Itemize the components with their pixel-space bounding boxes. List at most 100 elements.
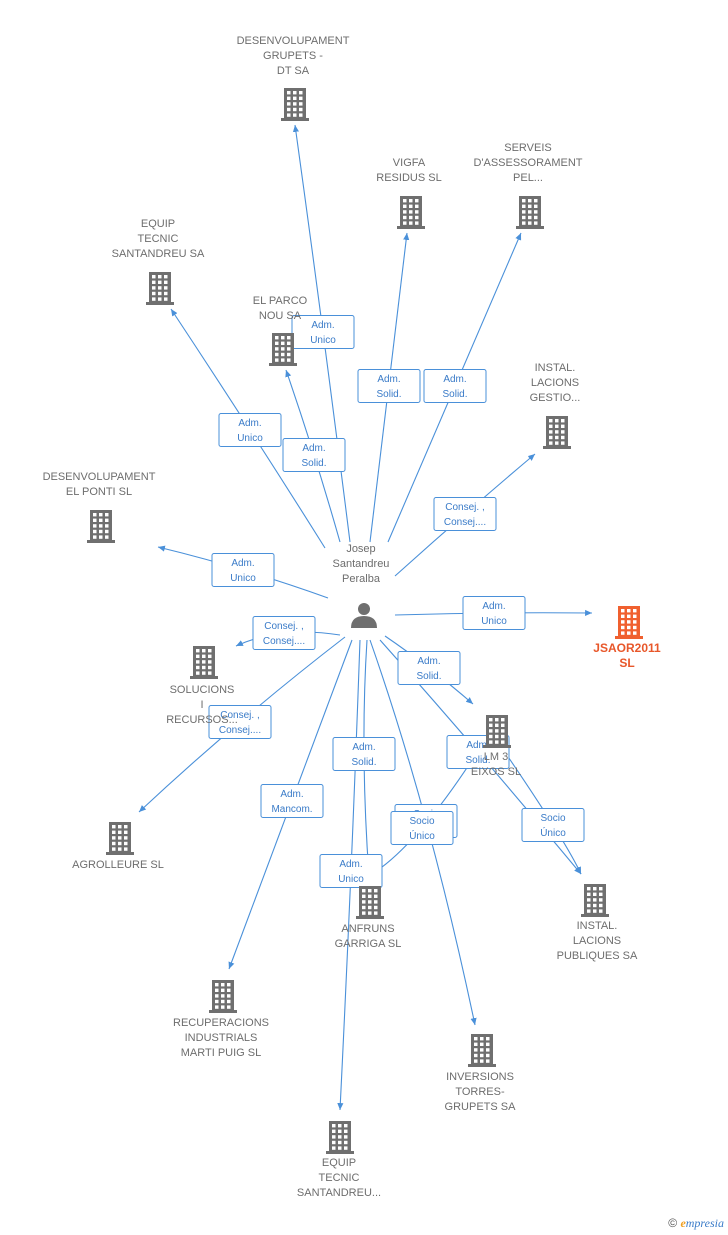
company-name-line: EQUIP — [141, 218, 175, 230]
edge-label-text: Único — [409, 829, 435, 842]
edge-label-serveis[interactable]: Adm.Solid. — [423, 369, 487, 403]
company-name-line: TECNIC — [319, 1172, 360, 1184]
edge-label-recup[interactable]: Adm.Mancom. — [260, 784, 324, 818]
company-node-agro[interactable]: AGROLLEURE SL — [72, 822, 164, 871]
building-icon[interactable] — [543, 416, 571, 449]
company-name-line: GRUPETS - — [263, 50, 323, 62]
building-icon[interactable] — [209, 980, 237, 1013]
edge-label-text: Adm. — [311, 320, 334, 331]
edge-label-text: Consej.... — [444, 517, 486, 528]
edge-label-text: Consej. , — [445, 502, 484, 513]
building-icon[interactable] — [468, 1034, 496, 1067]
edge-label-dt[interactable]: Adm. Unico — [291, 315, 355, 349]
building-icon[interactable] — [516, 196, 544, 229]
edge-label-solucions[interactable]: Consej. , Consej.... — [252, 616, 316, 650]
edge-label-text: Solid. — [465, 755, 490, 766]
building-icon[interactable] — [87, 510, 115, 543]
building-icon[interactable] — [326, 1121, 354, 1154]
company-name-line: JSAOR2011 — [593, 641, 661, 655]
person-name-line: Santandreu — [333, 558, 390, 570]
edge-labels-layer: Adm.UnicoAdm.Solid.Adm.Solid.Adm.UnicoAd… — [208, 315, 585, 888]
person-name-line: Peralba — [342, 573, 381, 585]
edge-label-ponti[interactable]: Adm.Unico — [211, 553, 275, 587]
edge-label-text: Adm. — [339, 859, 362, 870]
company-name-line: INVERSIONS — [446, 1071, 514, 1083]
company-name-line: RESIDUS SL — [376, 172, 441, 184]
edge-label-text: Consej.... — [219, 725, 261, 736]
edge-label-eixos[interactable]: Adm.Solid. — [397, 651, 461, 685]
edge-label-parco[interactable]: Adm. Solid. — [282, 438, 346, 472]
company-name-line: INDUSTRIALS — [185, 1032, 258, 1044]
edge-label-text: Consej. , — [264, 621, 303, 632]
company-name: AGROLLEURE SL — [72, 859, 164, 871]
company-node-equip2[interactable]: EQUIP TECNIC SANTANDREU... — [297, 1121, 381, 1199]
edge-label-equip2[interactable]: Adm.Unico — [319, 854, 383, 888]
edge-label-text: Solid. — [442, 389, 467, 400]
edge-label-text: Adm. — [377, 374, 400, 385]
building-icon[interactable] — [483, 715, 511, 748]
building-icon[interactable] — [146, 272, 174, 305]
company-name-line: LACIONS — [573, 935, 621, 947]
building-icon[interactable] — [581, 884, 609, 917]
edge-label-jsaor[interactable]: Adm.Unico — [462, 596, 526, 630]
building-icon[interactable] — [397, 196, 425, 229]
person-name-line: Josep — [346, 543, 375, 555]
edge-label-text: Consej. , — [220, 710, 259, 721]
company-name-line: SOLUCIONS — [170, 684, 235, 696]
edge-label-vigfa[interactable]: Adm.Solid. — [357, 369, 421, 403]
company-name-line: LM 3 — [484, 751, 508, 763]
company-name-line: GARRIGA SL — [335, 938, 402, 950]
edge-label-text: Mancom. — [271, 804, 312, 815]
company-name-line: SANTANDREU... — [297, 1187, 381, 1199]
company-name-line: DT SA — [277, 65, 310, 77]
building-icon[interactable] — [356, 886, 384, 919]
edge-label-instgest[interactable]: Consej. , Consej.... — [433, 497, 497, 531]
edge-label-text: Adm. — [302, 443, 325, 454]
brand-logo: empresia — [680, 1216, 724, 1230]
edge-label-text: Consej.... — [263, 636, 305, 647]
building-icon[interactable] — [190, 646, 218, 679]
building-icon[interactable] — [281, 88, 309, 121]
edge-label-agro[interactable]: Consej. , Consej.... — [208, 705, 272, 739]
person-icon[interactable] — [351, 603, 377, 628]
edge-label-text: Unico — [310, 335, 336, 346]
building-icon[interactable] — [269, 333, 297, 366]
building-icon[interactable] — [106, 822, 134, 855]
building-icon[interactable] — [615, 606, 643, 639]
edge-label-anfruns[interactable]: Adm.Solid. — [332, 737, 396, 771]
company-name-line: MARTI PUIG SL — [181, 1047, 261, 1059]
edge-label-text: Único — [540, 826, 566, 839]
edge-label-equip1[interactable]: Adm.Unico — [218, 413, 282, 447]
company-name-line: SERVEIS — [504, 142, 552, 154]
company-name-line: GRUPETS SA — [445, 1101, 517, 1113]
edge-label-text: Solid. — [301, 458, 326, 469]
edge-label-text: Unico — [237, 433, 263, 444]
company-name-line: EQUIP — [322, 1157, 356, 1169]
edge-label-text: Unico — [481, 616, 507, 627]
company-name-line: EL PARCO — [253, 295, 308, 307]
